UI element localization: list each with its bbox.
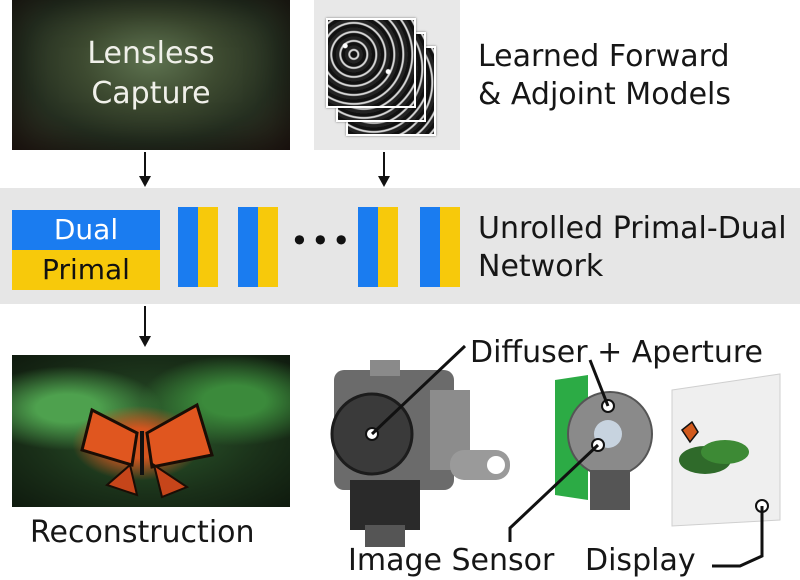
lensless-capture-image bbox=[12, 0, 290, 150]
layer-2-primal bbox=[258, 207, 278, 287]
display-callout-line bbox=[712, 506, 764, 568]
network-label: Unrolled Primal-Dual Network bbox=[478, 211, 787, 284]
learned-models-label: Learned Forward & Adjoint Models bbox=[478, 39, 732, 112]
hardware-illustration bbox=[330, 344, 781, 568]
recon-arrow-head bbox=[139, 336, 151, 347]
layer-n1-dual bbox=[358, 207, 378, 287]
sensor-module bbox=[350, 480, 420, 530]
capture-arrow-shaft bbox=[144, 152, 146, 176]
capture-arrow-head bbox=[139, 176, 151, 187]
reconstruction-image bbox=[12, 355, 290, 507]
diffuser-aperture-label: Diffuser + Aperture bbox=[470, 335, 764, 370]
ellipsis: ••• bbox=[290, 222, 353, 260]
layer-2-dual bbox=[238, 207, 258, 287]
layer-n-dual bbox=[420, 207, 440, 287]
sensor-callout-line bbox=[508, 443, 600, 542]
dual-box: Dual bbox=[12, 210, 160, 250]
layer-1-primal bbox=[198, 207, 218, 287]
layer-1-dual bbox=[178, 207, 198, 287]
layer-n1-primal bbox=[378, 207, 398, 287]
display-label: Display bbox=[585, 543, 696, 578]
recon-arrow-shaft bbox=[144, 306, 146, 336]
models-arrow-head bbox=[378, 176, 390, 187]
lensless-capture-label: Lensless Capture bbox=[87, 36, 215, 111]
models-arrow-shaft bbox=[383, 152, 385, 176]
primal-box: Primal bbox=[12, 250, 160, 290]
diffuser-callout-line bbox=[370, 344, 467, 436]
butterfly-graphic bbox=[80, 402, 214, 499]
image-sensor-label: Image Sensor bbox=[348, 543, 555, 578]
aperture-callout-line bbox=[588, 359, 610, 407]
reconstruction-label: Reconstruction bbox=[30, 515, 255, 550]
psf-pattern-card-1 bbox=[326, 18, 416, 108]
layer-n-primal bbox=[440, 207, 460, 287]
